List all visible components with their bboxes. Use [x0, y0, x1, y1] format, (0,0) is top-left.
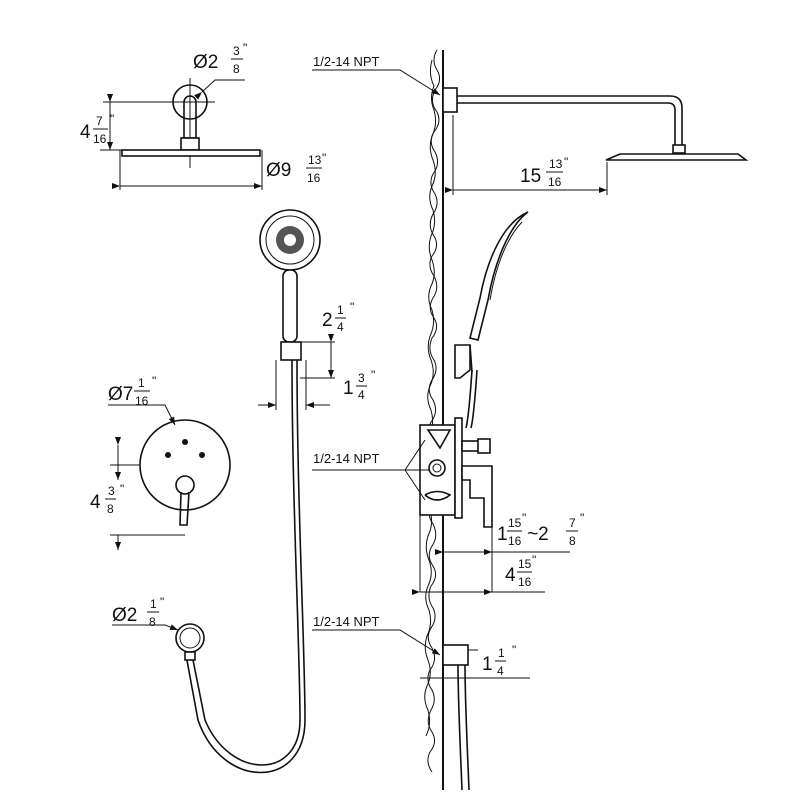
svg-text:Ø2: Ø2: [193, 52, 218, 73]
svg-text:~2: ~2: [527, 524, 549, 545]
svg-text:": ": [532, 553, 536, 567]
svg-text:13: 13: [549, 157, 563, 171]
svg-text:": ": [322, 151, 326, 165]
svg-text:16: 16: [508, 534, 522, 548]
svg-text:2: 2: [322, 310, 333, 331]
svg-text:16: 16: [307, 171, 321, 185]
svg-text:1: 1: [497, 524, 508, 545]
svg-text:7: 7: [96, 114, 103, 128]
svg-text:Ø2: Ø2: [112, 605, 137, 626]
svg-text:": ": [350, 300, 354, 314]
npt-label-outlet: 1/2-14 NPT: [313, 614, 380, 629]
shower-arm-side-view: 1/2-14 NPT: [312, 54, 749, 195]
dim-arm-drop: 4 7 16 ": [80, 112, 114, 146]
npt-label-arm: 1/2-14 NPT: [313, 54, 380, 69]
svg-text:4: 4: [337, 320, 344, 334]
valve-trim-plate: [108, 404, 231, 550]
svg-text:Ø7: Ø7: [108, 384, 133, 405]
rain-head-side: [605, 153, 749, 161]
svg-text:3: 3: [233, 44, 240, 58]
dim-outlet-depth: 1 1 4 ": [482, 643, 516, 678]
svg-text:16: 16: [135, 394, 149, 408]
svg-text:": ": [371, 368, 375, 382]
svg-text:1: 1: [482, 654, 493, 675]
dim-outlet-flange: Ø2 1 8 ": [112, 595, 164, 629]
svg-text:": ": [110, 112, 114, 126]
dim-rain-head: Ø9 13 16 ": [266, 151, 326, 185]
rain-head: [121, 149, 261, 157]
svg-text:16: 16: [93, 132, 107, 146]
svg-text:1: 1: [343, 378, 354, 399]
svg-text:8: 8: [233, 62, 240, 76]
svg-text:3: 3: [358, 371, 365, 385]
dim-trim-offset: 4 3 8 ": [90, 482, 124, 516]
svg-text:": ": [522, 511, 526, 525]
svg-text:": ": [512, 643, 516, 657]
dim-holder-height: 2 1 4 ": [322, 300, 354, 334]
hose-outlet-side-view: 1/2-14 NPT: [312, 614, 530, 791]
dim-valve-depth-range: 1 15 16 " ~2 7 8 ": [497, 511, 584, 548]
svg-text:16: 16: [548, 175, 562, 189]
svg-text:4: 4: [358, 388, 365, 402]
svg-text:": ": [580, 511, 584, 525]
hand-shower-side-view: [454, 211, 529, 429]
svg-text:1: 1: [150, 597, 157, 611]
svg-text:": ": [160, 595, 164, 609]
svg-text:8: 8: [107, 502, 114, 516]
svg-text:15: 15: [508, 516, 522, 530]
svg-text:4: 4: [505, 565, 516, 586]
dim-trim-plate: Ø7 1 16 ": [108, 374, 156, 408]
svg-text:": ": [152, 374, 156, 388]
wall-section: [424, 49, 444, 790]
svg-text:8: 8: [569, 534, 576, 548]
svg-text:": ": [243, 41, 247, 55]
svg-text:Ø9: Ø9: [266, 160, 291, 181]
svg-text:13: 13: [308, 153, 322, 167]
dim-holder-width: 1 3 4 ": [343, 368, 375, 402]
svg-text:1: 1: [498, 646, 505, 660]
dim-valve-total: 4 15 16 ": [505, 553, 536, 589]
valve-side-view: 1/2-14 NPT: [312, 417, 570, 595]
svg-text:16: 16: [518, 575, 532, 589]
hose-outlet-front-view: [112, 623, 205, 661]
svg-text:7: 7: [569, 516, 576, 530]
svg-text:4: 4: [80, 122, 91, 143]
hand-shower-front-view: [185, 209, 335, 774]
svg-text:4: 4: [497, 664, 504, 678]
npt-label-valve: 1/2-14 NPT: [313, 451, 380, 466]
svg-text:1: 1: [337, 303, 344, 317]
svg-text:": ": [564, 155, 568, 169]
svg-text:": ": [120, 482, 124, 496]
dim-arm-flange: Ø2 3 8 ": [193, 41, 247, 76]
svg-text:1: 1: [138, 376, 145, 390]
svg-text:3: 3: [108, 484, 115, 498]
svg-text:15: 15: [518, 557, 532, 571]
svg-text:8: 8: [149, 615, 156, 629]
svg-text:15: 15: [520, 166, 541, 187]
svg-text:4: 4: [90, 492, 101, 513]
rain-head-front-view: [100, 78, 263, 190]
dim-arm-reach: 15 13 16 ": [520, 155, 568, 189]
